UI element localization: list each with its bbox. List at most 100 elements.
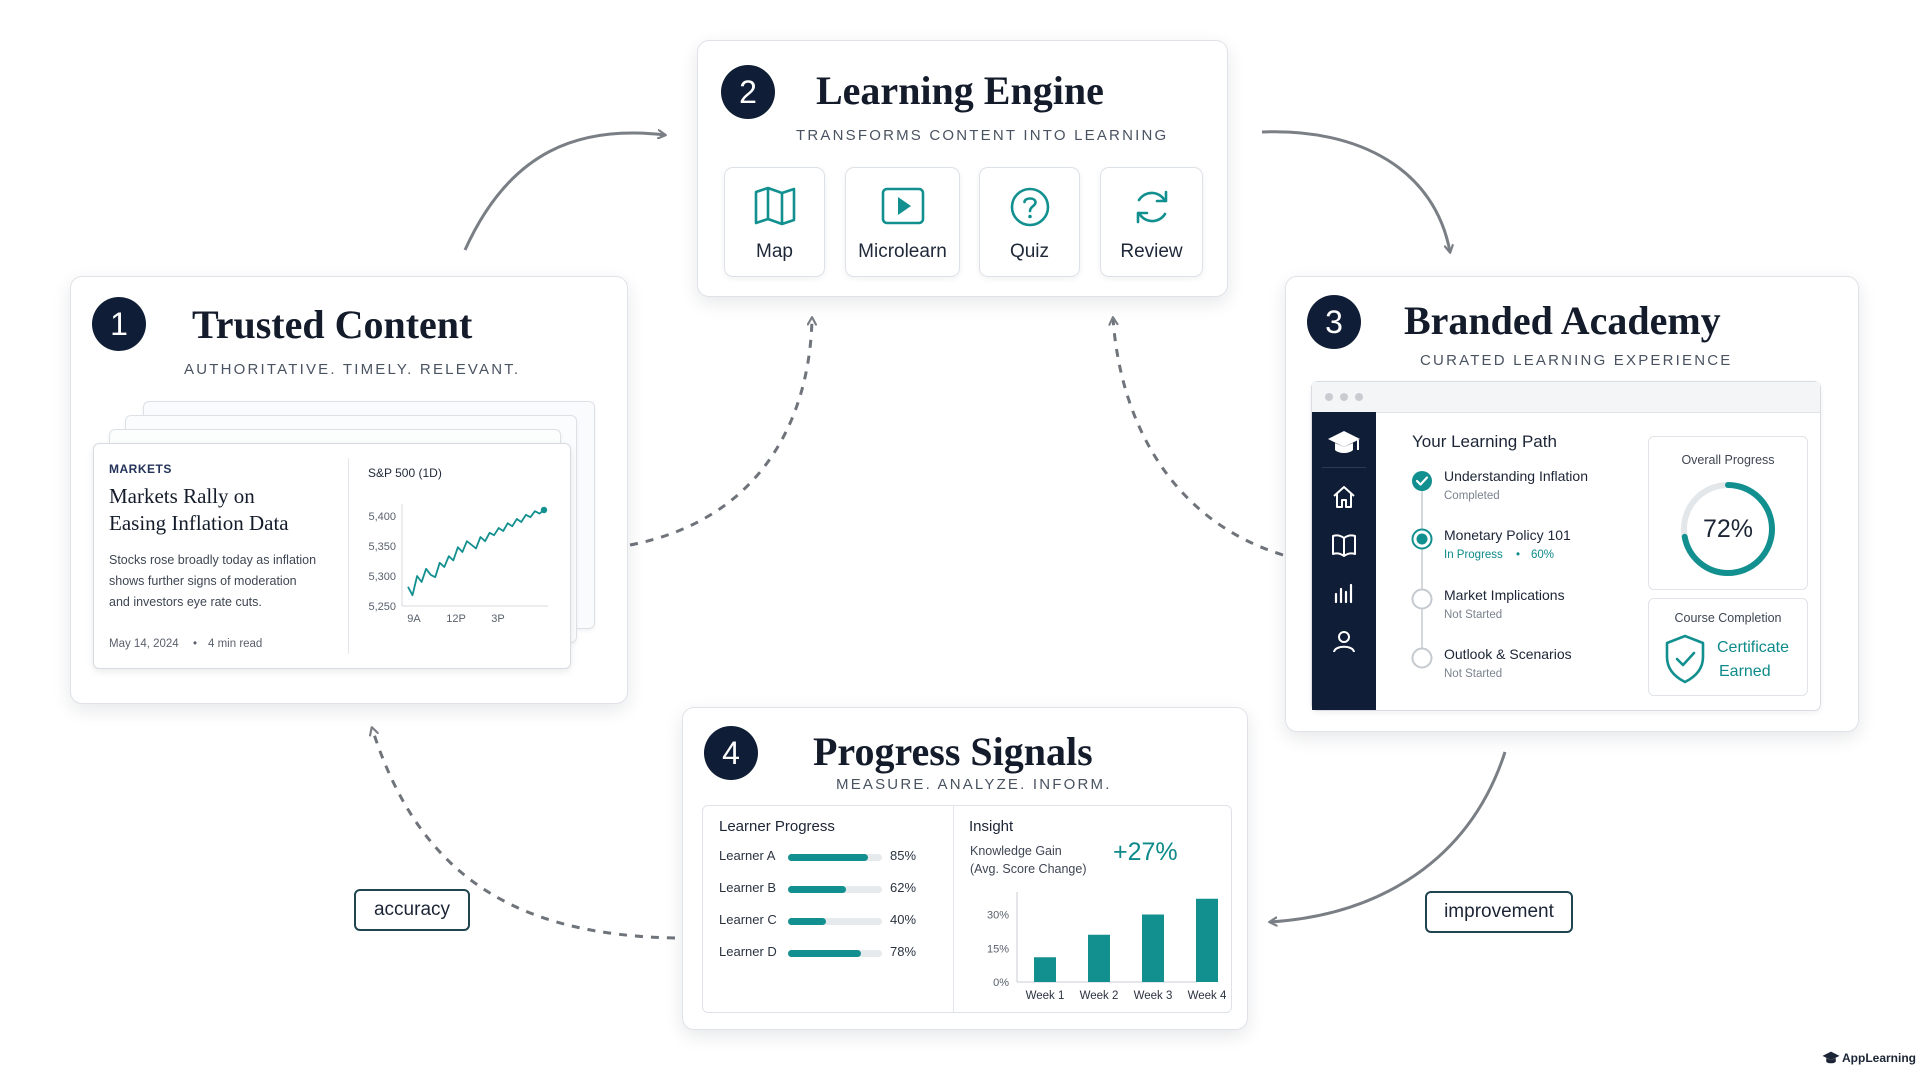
article-body-line2: shows further signs of moderation: [109, 574, 297, 588]
graduation-cap-icon[interactable]: [1327, 428, 1361, 458]
completed-check-icon: [1412, 471, 1432, 491]
gain-x-tick: Week 2: [1080, 990, 1119, 1002]
knowledge-gain-line1: Knowledge Gain: [970, 844, 1062, 858]
bar-chart-icon[interactable]: [1331, 580, 1357, 606]
certificate-line2: Earned: [1719, 663, 1771, 680]
learner-bar-fill: [788, 886, 847, 893]
gain-x-tick: Week 4: [1188, 990, 1227, 1002]
improvement-label: improvement: [1425, 891, 1573, 933]
tile-map-label: Map: [756, 241, 793, 262]
step-number-3: 3: [1307, 295, 1361, 349]
step-4-status: Not Started: [1444, 668, 1503, 680]
learner-bar-fill: [788, 918, 826, 925]
user-icon[interactable]: [1331, 628, 1357, 654]
arrow-dashed-signals-to-content: [372, 728, 676, 940]
article-body-line3: and investors eye rate cuts.: [109, 595, 262, 609]
learner-percent: 85%: [890, 848, 917, 863]
sp-y-tick: 5,350: [368, 541, 396, 553]
learner-row: Learner B 62%: [703, 880, 953, 900]
knowledge-gain-line2: (Avg. Score Change): [970, 862, 1087, 876]
article-date: May 14, 2024: [109, 638, 179, 650]
tile-review[interactable]: Review: [1100, 167, 1203, 277]
learner-name: Learner C: [719, 912, 777, 927]
sp-y-tick: 5,300: [368, 571, 396, 583]
learner-name: Learner D: [719, 944, 777, 959]
learner-percent: 40%: [890, 912, 917, 927]
step-1-status: Completed: [1444, 490, 1500, 502]
not-started-circle-icon: [1411, 647, 1433, 669]
academy-sidebar: [1312, 412, 1376, 710]
article-headline-line2: Easing Inflation Data: [109, 511, 289, 535]
step-2-name[interactable]: Monetary Policy 101: [1444, 527, 1571, 543]
tile-quiz[interactable]: Quiz: [979, 167, 1080, 277]
step-3-status: Not Started: [1444, 609, 1503, 621]
article-read-time: 4 min read: [208, 638, 263, 650]
branded-academy-title: Branded Academy: [1404, 298, 1721, 343]
overall-progress-value: 72%: [1702, 515, 1754, 543]
article-category: MARKETS: [109, 462, 172, 476]
academy-app-window: Your Learning Path Understanding Inflati…: [1311, 381, 1821, 711]
learner-bar-track: [788, 854, 882, 861]
learner-row: Learner A 85%: [703, 848, 953, 868]
learner-row: Learner C 40%: [703, 912, 953, 932]
map-icon: [754, 186, 795, 226]
tile-microlearn[interactable]: Microlearn: [845, 167, 960, 277]
signals-divider: [953, 806, 954, 1012]
article-card[interactable]: MARKETS Markets Rally on Easing Inflatio…: [93, 443, 571, 669]
learner-percent: 78%: [890, 944, 917, 959]
learner-bar-track: [788, 918, 882, 925]
step-2-separator: •: [1516, 549, 1521, 561]
course-completion-label: Course Completion: [1674, 611, 1782, 625]
brand-name: AppLearning: [1842, 1051, 1916, 1065]
knowledge-gain-value: +27%: [1113, 838, 1178, 866]
gain-y-tick: 15%: [987, 943, 1009, 955]
tile-map[interactable]: Map: [724, 167, 825, 277]
learner-bar-track: [788, 950, 882, 957]
trusted-content-title: Trusted Content: [192, 302, 473, 347]
tile-microlearn-label: Microlearn: [858, 241, 947, 262]
sidebar-divider: [1322, 467, 1366, 468]
sp-last-point: [540, 506, 548, 514]
overall-progress-label: Overall Progress: [1681, 453, 1775, 467]
play-icon: [881, 187, 924, 225]
learning-engine-subtitle: TRANSFORMS CONTENT INTO LEARNING: [796, 127, 1169, 144]
step-1-name[interactable]: Understanding Inflation: [1444, 468, 1588, 484]
learner-name: Learner B: [719, 880, 777, 895]
gain-y-tick: 30%: [987, 910, 1009, 922]
progress-signals-title: Progress Signals: [813, 729, 1093, 774]
sp-series-line: [407, 509, 545, 597]
graduation-cap-icon: [1822, 1051, 1840, 1064]
tile-quiz-label: Quiz: [1009, 241, 1050, 262]
learner-name: Learner A: [719, 848, 776, 863]
trusted-content-card: 1 Trusted Content AUTHORITATIVE. TIMELY.…: [70, 276, 628, 704]
certificate-line1: Certificate: [1717, 639, 1790, 656]
home-icon[interactable]: [1331, 484, 1357, 510]
progress-signals-card: 4 Progress Signals MEASURE. ANALYZE. INF…: [682, 707, 1248, 1030]
window-dot: [1340, 393, 1348, 401]
learner-percent: 62%: [890, 880, 917, 895]
article-body-line1: Stocks rose broadly today as inflation: [109, 553, 317, 567]
step-2-progress: 60%: [1531, 549, 1555, 561]
course-completion-panel: Course Completion Certificate Earned: [1648, 598, 1808, 696]
step-4-name[interactable]: Outlook & Scenarios: [1444, 646, 1572, 662]
gain-bar: [1088, 934, 1110, 982]
question-icon: [1010, 187, 1049, 227]
not-started-circle-icon: [1411, 588, 1433, 610]
sp-x-tick: 9A: [407, 613, 421, 625]
book-icon[interactable]: [1331, 532, 1357, 558]
sp-x-tick: 3P: [491, 613, 504, 625]
overall-progress-panel: Overall Progress 72%: [1648, 436, 1808, 590]
gain-x-tick: Week 3: [1134, 990, 1173, 1002]
arrow-content-to-engine: [463, 133, 665, 251]
step-number-1: 1: [92, 297, 146, 351]
step-3-name[interactable]: Market Implications: [1444, 587, 1565, 603]
gain-x-tick: Week 1: [1026, 990, 1065, 1002]
refresh-icon: [1136, 190, 1167, 224]
article-headline-line1: Markets Rally on: [109, 484, 255, 508]
arrow-academy-to-signals: [1270, 751, 1507, 922]
arrow-dashed-content-to-engine: [629, 318, 812, 547]
